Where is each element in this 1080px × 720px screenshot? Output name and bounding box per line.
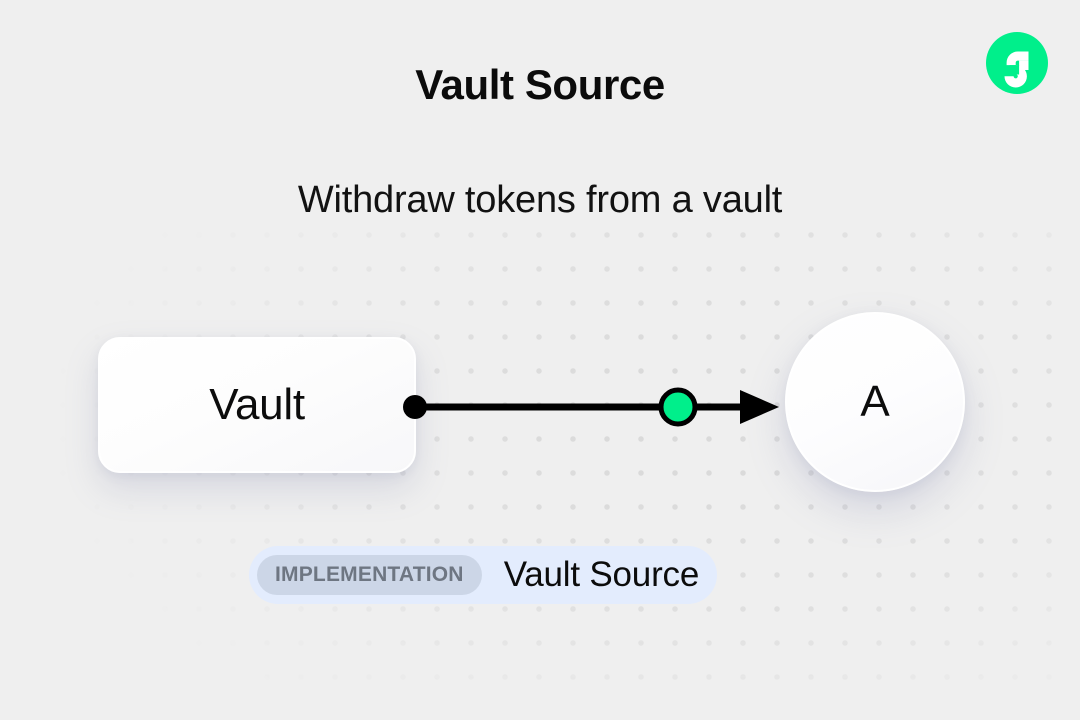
implementation-name-label: Vault Source [503, 555, 700, 594]
implementation-tag-label: IMPLEMENTATION [257, 555, 482, 595]
edge-mid-dot-icon[interactable] [658, 387, 698, 427]
flow-logo-icon [986, 32, 1048, 94]
page-title: Vault Source [415, 61, 665, 108]
page-subtitle: Withdraw tokens from a vault [297, 179, 783, 221]
node-vault-label: Vault [209, 380, 305, 429]
flow-logo-glyph [1004, 51, 1029, 88]
node-account-a[interactable]: A [785, 312, 965, 492]
arrow-head-icon [740, 390, 779, 424]
node-account-a-label: A [860, 377, 890, 426]
implementation-badge[interactable]: IMPLEMENTATION Vault Source [249, 546, 718, 604]
node-vault[interactable]: Vault [98, 337, 416, 473]
